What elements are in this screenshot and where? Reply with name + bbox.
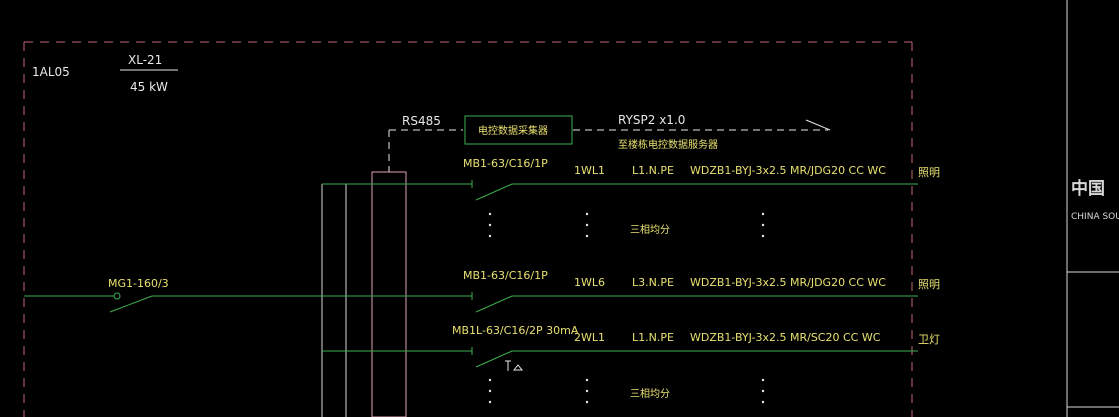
comm-arrow xyxy=(805,119,831,131)
title-block-company-cn: 中国 xyxy=(1071,178,1105,199)
panel-frame xyxy=(23,41,913,417)
circuit-phase-label: L1.N.PE xyxy=(632,164,674,177)
circuit-id-label: 2WL1 xyxy=(574,331,605,344)
dot xyxy=(585,378,589,382)
dot xyxy=(585,212,589,216)
balance-note-2: 三相均分 xyxy=(630,387,670,400)
circuit-phase-label: L1.N.PE xyxy=(632,331,674,344)
panel-feeder: XL-21 xyxy=(128,53,162,67)
balance-note-1: 三相均分 xyxy=(630,223,670,236)
circuit-cable-label: WDZB1-BYJ-3x2.5 MR/JDG20 CC WC xyxy=(690,164,886,177)
comm-protocol: RS485 xyxy=(402,114,441,128)
circuit-id-label: 1WL6 xyxy=(574,276,605,289)
comm-cable: RYSP2 x1.0 xyxy=(618,113,685,127)
dot xyxy=(488,378,492,382)
circuit-row: MB1-63/C16/1P 1WL6 L3.N.PE WDZB1-BYJ-3x2.5 … xyxy=(322,269,940,313)
wire-rails xyxy=(321,184,347,417)
dot xyxy=(585,389,589,393)
dot xyxy=(761,212,765,216)
dot xyxy=(761,400,765,404)
main-breaker-label: MG1-160/3 xyxy=(108,277,169,290)
title-block-company-en: CHINA SOUT xyxy=(1071,212,1119,222)
dot xyxy=(488,223,492,227)
dot xyxy=(585,223,589,227)
comm-destination: 至楼栋电控数据服务器 xyxy=(618,138,718,151)
dot xyxy=(585,234,589,238)
circuit-cable-label: WDZB1-BYJ-3x2.5 MR/SC20 CC WC xyxy=(690,331,881,344)
dot xyxy=(488,389,492,393)
dot xyxy=(585,400,589,404)
collector-label: 电控数据采集器 xyxy=(478,124,548,137)
circuit-phase-label: L3.N.PE xyxy=(632,276,674,289)
dot xyxy=(488,212,492,216)
circuit-cable-label: WDZB1-BYJ-3x2.5 MR/JDG20 CC WC xyxy=(690,276,886,289)
busbar xyxy=(371,171,407,417)
circuit-breaker-label: MB1L-63/C16/2P 30mA xyxy=(452,324,579,337)
circuit-row: MB1-63/C16/1P 1WL1 L1.N.PE WDZB1-BYJ-3x2.5 … xyxy=(322,157,940,201)
panel-power: 45 kW xyxy=(130,80,168,94)
circuit-breaker-label: MB1-63/C16/1P xyxy=(463,269,548,282)
dot xyxy=(761,223,765,227)
dot xyxy=(488,234,492,238)
comm-link xyxy=(388,129,828,172)
continuation-dots xyxy=(488,212,765,404)
main-incomer xyxy=(24,292,372,313)
panel-code: 1AL05 xyxy=(32,65,70,79)
circuit-breaker-label: MB1-63/C16/1P xyxy=(463,157,548,170)
title-block-border xyxy=(1066,0,1119,417)
circuit-load-label: 照明 xyxy=(918,278,940,291)
circuit-id-label: 1WL1 xyxy=(574,164,605,177)
dot xyxy=(761,389,765,393)
circuit-load-label: 照明 xyxy=(918,166,940,179)
circuit-load-label: 卫灯 xyxy=(918,333,940,346)
dot xyxy=(761,378,765,382)
collector-box xyxy=(464,115,573,145)
dot xyxy=(761,234,765,238)
dot xyxy=(488,400,492,404)
